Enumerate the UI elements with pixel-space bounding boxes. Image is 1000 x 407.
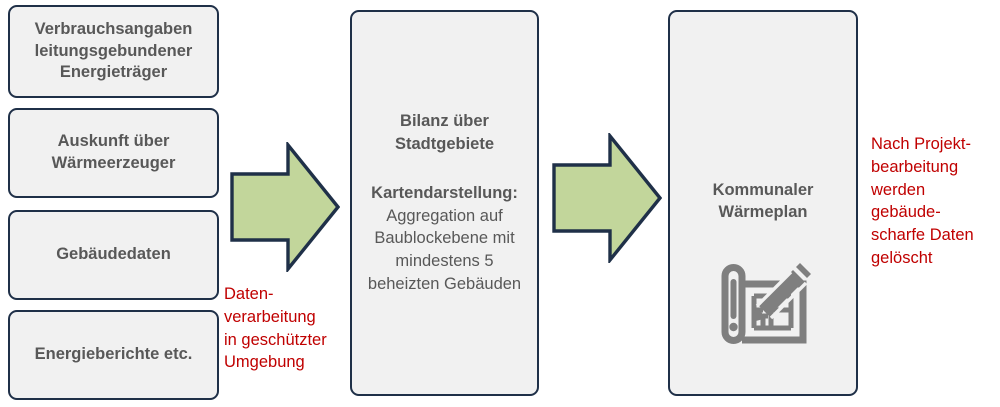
source-box-label: Gebäudedaten [56, 245, 171, 264]
process-heading: Bilanz über Stadtgebiete [394, 112, 495, 154]
result-box-title: Kommunaler Wärmeplan [712, 181, 814, 221]
process-body: Aggregation auf Baublockebene mit mindes… [367, 206, 522, 293]
right-arrow-icon [552, 131, 663, 265]
process-box-bilanz[interactable]: Bilanz über Stadtgebiete Kartendarstellu… [350, 10, 539, 396]
source-box-waermeerzeuger[interactable]: Auskunft über Wärmeerzeuger [8, 108, 219, 198]
result-box-waermeplan[interactable]: Kommunaler Wärmeplan [668, 10, 858, 396]
source-box-label: Energieberichte etc. [34, 345, 193, 364]
note-data-processing: Daten- verarbeitung in geschützter Umgeb… [224, 285, 327, 372]
blueprint-pencil-icon [711, 258, 815, 350]
right-arrow-icon [230, 140, 341, 274]
source-box-gebaeudedaten[interactable]: Gebäudedaten [8, 210, 219, 300]
process-sub-heading: Kartendarstellung: [371, 183, 518, 202]
source-box-label: Auskunft über Wärmeerzeuger [51, 132, 176, 172]
note-data-deletion: Nach Projekt- bearbeitung werden gebäude… [871, 135, 974, 267]
source-box-energieberichte[interactable]: Energieberichte etc. [8, 310, 219, 400]
source-box-label: Verbrauchsangaben leitungsgebundener Ene… [34, 19, 193, 82]
source-box-verbrauchsangaben[interactable]: Verbrauchsangaben leitungsgebundener Ene… [8, 5, 219, 98]
